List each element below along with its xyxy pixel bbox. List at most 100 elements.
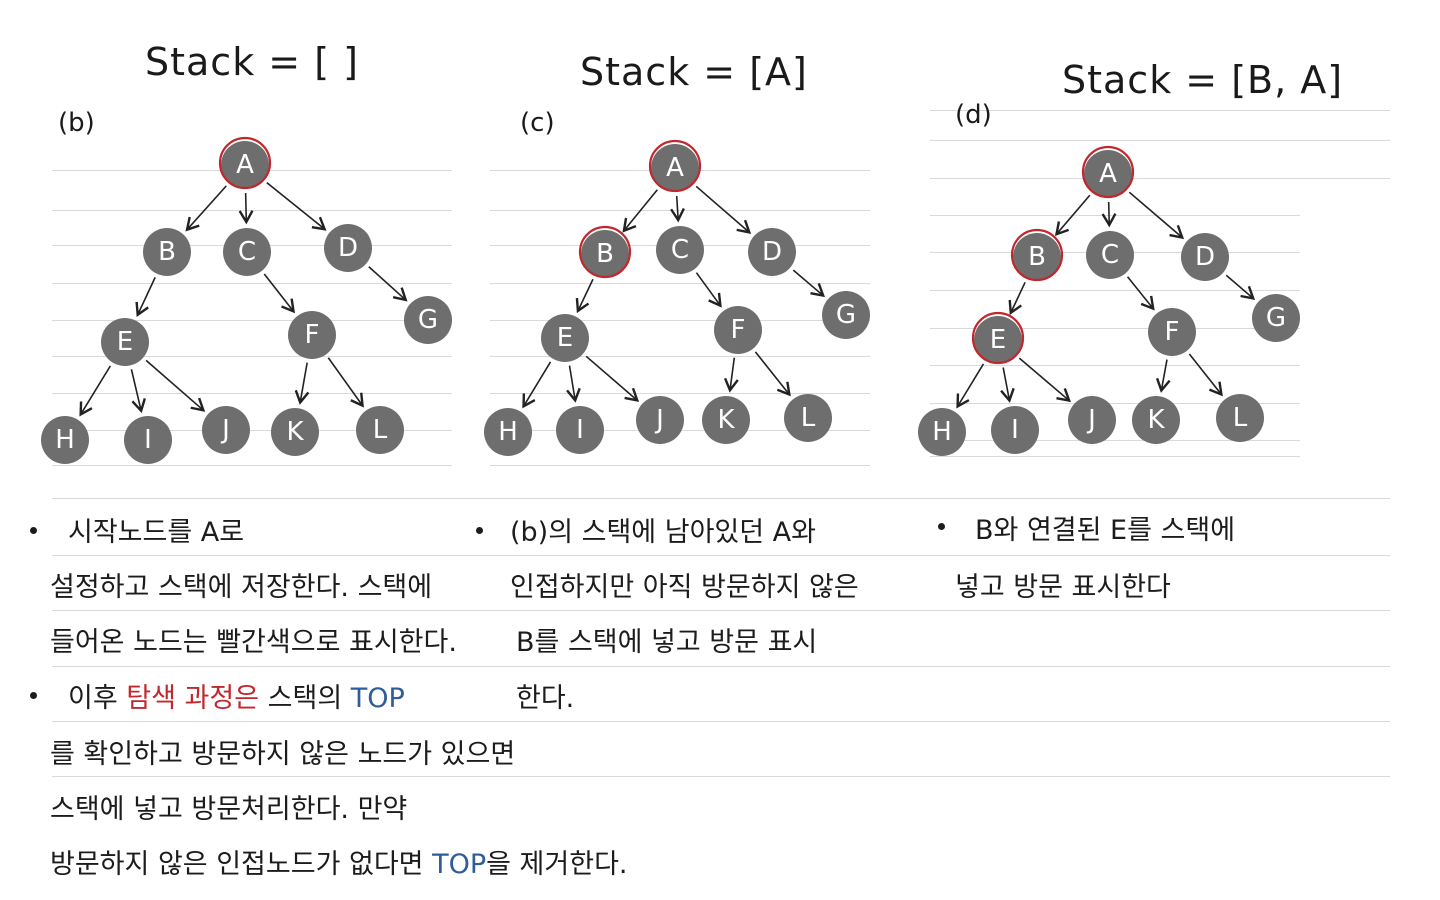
node-label-L: L — [1233, 403, 1248, 433]
node-label-D: D — [1195, 242, 1215, 272]
note-b1-line2: 설정하고 스택에 저장한다. 스택에 — [50, 572, 433, 603]
node-label-K: K — [1147, 405, 1165, 435]
node-circle-L — [356, 406, 404, 454]
node-L: L — [356, 406, 404, 454]
node-B: B — [1010, 228, 1064, 282]
edge-D-G — [792, 269, 825, 298]
node-label-E: E — [557, 323, 573, 353]
node-circle-E — [974, 316, 1022, 364]
node-circle-D — [1181, 233, 1229, 281]
node-B: B — [578, 225, 632, 279]
node-J: J — [1068, 396, 1116, 444]
node-label-E: E — [117, 327, 133, 357]
stack-title-c: Stack = [A] — [580, 50, 808, 94]
edge-F-K — [723, 357, 739, 393]
node-label-B: B — [1028, 242, 1046, 272]
edge-A-D — [266, 181, 327, 231]
note-b2-line2: 를 확인하고 방문하지 않은 노드가 있으면 — [50, 739, 516, 770]
node-label-G: G — [1266, 303, 1286, 333]
node-L: L — [1216, 394, 1264, 442]
node-I: I — [991, 406, 1039, 454]
edge-B-E — [575, 278, 594, 314]
edge-B-E — [135, 277, 156, 318]
node-G: G — [1252, 294, 1300, 342]
edge-E-H — [522, 361, 552, 409]
panel-tag-b: (b) — [58, 108, 95, 138]
note-c1-line2: 인접하지만 아직 방문하지 않은 — [510, 572, 859, 603]
node-circle-H — [41, 416, 89, 464]
node-label-G: G — [836, 300, 856, 330]
node-circle-C — [656, 226, 704, 274]
node-circle-K — [702, 396, 750, 444]
note-b2-line3: 스택에 넣고 방문처리한다. 만약 — [50, 794, 408, 825]
node-circle-G — [404, 296, 452, 344]
note-c1-line1: (b)의 스택에 남아있던 A와 — [510, 517, 816, 548]
bullet-b2 — [30, 692, 37, 699]
node-circle-L — [784, 394, 832, 442]
edge-D-G — [1225, 274, 1256, 301]
edge-E-I — [566, 365, 581, 403]
node-F: F — [1148, 308, 1196, 356]
node-label-C: C — [671, 235, 689, 265]
node-E: E — [101, 318, 149, 366]
note-b2-l4pre: 방문하지 않은 인접노드가 없다면 — [50, 849, 433, 880]
node-label-L: L — [801, 403, 816, 433]
node-A: A — [218, 136, 272, 190]
node-circle-I — [556, 406, 604, 454]
edge-A-C — [238, 192, 254, 225]
edge-F-L — [754, 351, 791, 397]
node-circle-L — [1216, 394, 1264, 442]
node-G: G — [404, 296, 452, 344]
node-D: D — [748, 228, 796, 276]
note-b2-line4: 방문하지 않은 인접노드가 없다면 TOP을 제거한다. — [50, 842, 628, 881]
edge-C-F — [1126, 276, 1155, 311]
node-label-H: H — [932, 417, 952, 447]
visited-ring-B — [578, 225, 632, 279]
edge-E-J — [585, 355, 640, 402]
bullet-b1 — [30, 527, 37, 534]
node-circle-G — [822, 291, 870, 339]
node-K: K — [271, 408, 319, 456]
edge-C-F — [263, 273, 295, 314]
node-label-A: A — [1099, 159, 1117, 189]
note-b1-line1: 시작노드를 A로 — [68, 517, 245, 548]
node-I: I — [124, 416, 172, 464]
node-label-F: F — [1165, 317, 1180, 347]
stack-title-b: Stack = [ ] — [145, 40, 359, 84]
node-D: D — [324, 224, 372, 272]
node-circle-A — [651, 144, 699, 192]
node-circle-D — [324, 224, 372, 272]
edge-E-I — [1000, 367, 1015, 403]
panel-tag-c: (c) — [520, 108, 555, 138]
note-b2-l4post: 을 제거한다. — [486, 849, 628, 880]
node-circle-J — [636, 396, 684, 444]
node-circle-H — [918, 408, 966, 456]
edge-F-K — [1155, 359, 1171, 393]
node-label-I: I — [576, 415, 584, 445]
node-J: J — [202, 406, 250, 454]
node-circle-J — [1068, 396, 1116, 444]
node-circle-K — [271, 408, 319, 456]
edge-C-F — [695, 272, 722, 308]
node-circle-E — [541, 314, 589, 362]
panel-tag-d: (d) — [955, 100, 992, 130]
edge-A-B — [185, 185, 227, 232]
note-b1-line3: 들어온 노드는 빨간색으로 표시한다. — [50, 627, 457, 658]
note-c1-line3: B를 스택에 넣고 방문 표시 — [516, 627, 818, 658]
node-label-B: B — [596, 239, 614, 269]
node-label-F: F — [731, 315, 746, 345]
node-circle-I — [124, 416, 172, 464]
edge-E-I — [130, 369, 146, 414]
node-circle-B — [143, 228, 191, 276]
visited-ring-B — [1010, 228, 1064, 282]
node-J: J — [636, 396, 684, 444]
node-circle-B — [1013, 233, 1061, 281]
node-circle-I — [991, 406, 1039, 454]
edge-A-C — [1101, 201, 1117, 228]
node-circle-G — [1252, 294, 1300, 342]
node-K: K — [1132, 396, 1180, 444]
node-A: A — [1081, 145, 1135, 199]
edge-F-L — [1188, 353, 1223, 397]
